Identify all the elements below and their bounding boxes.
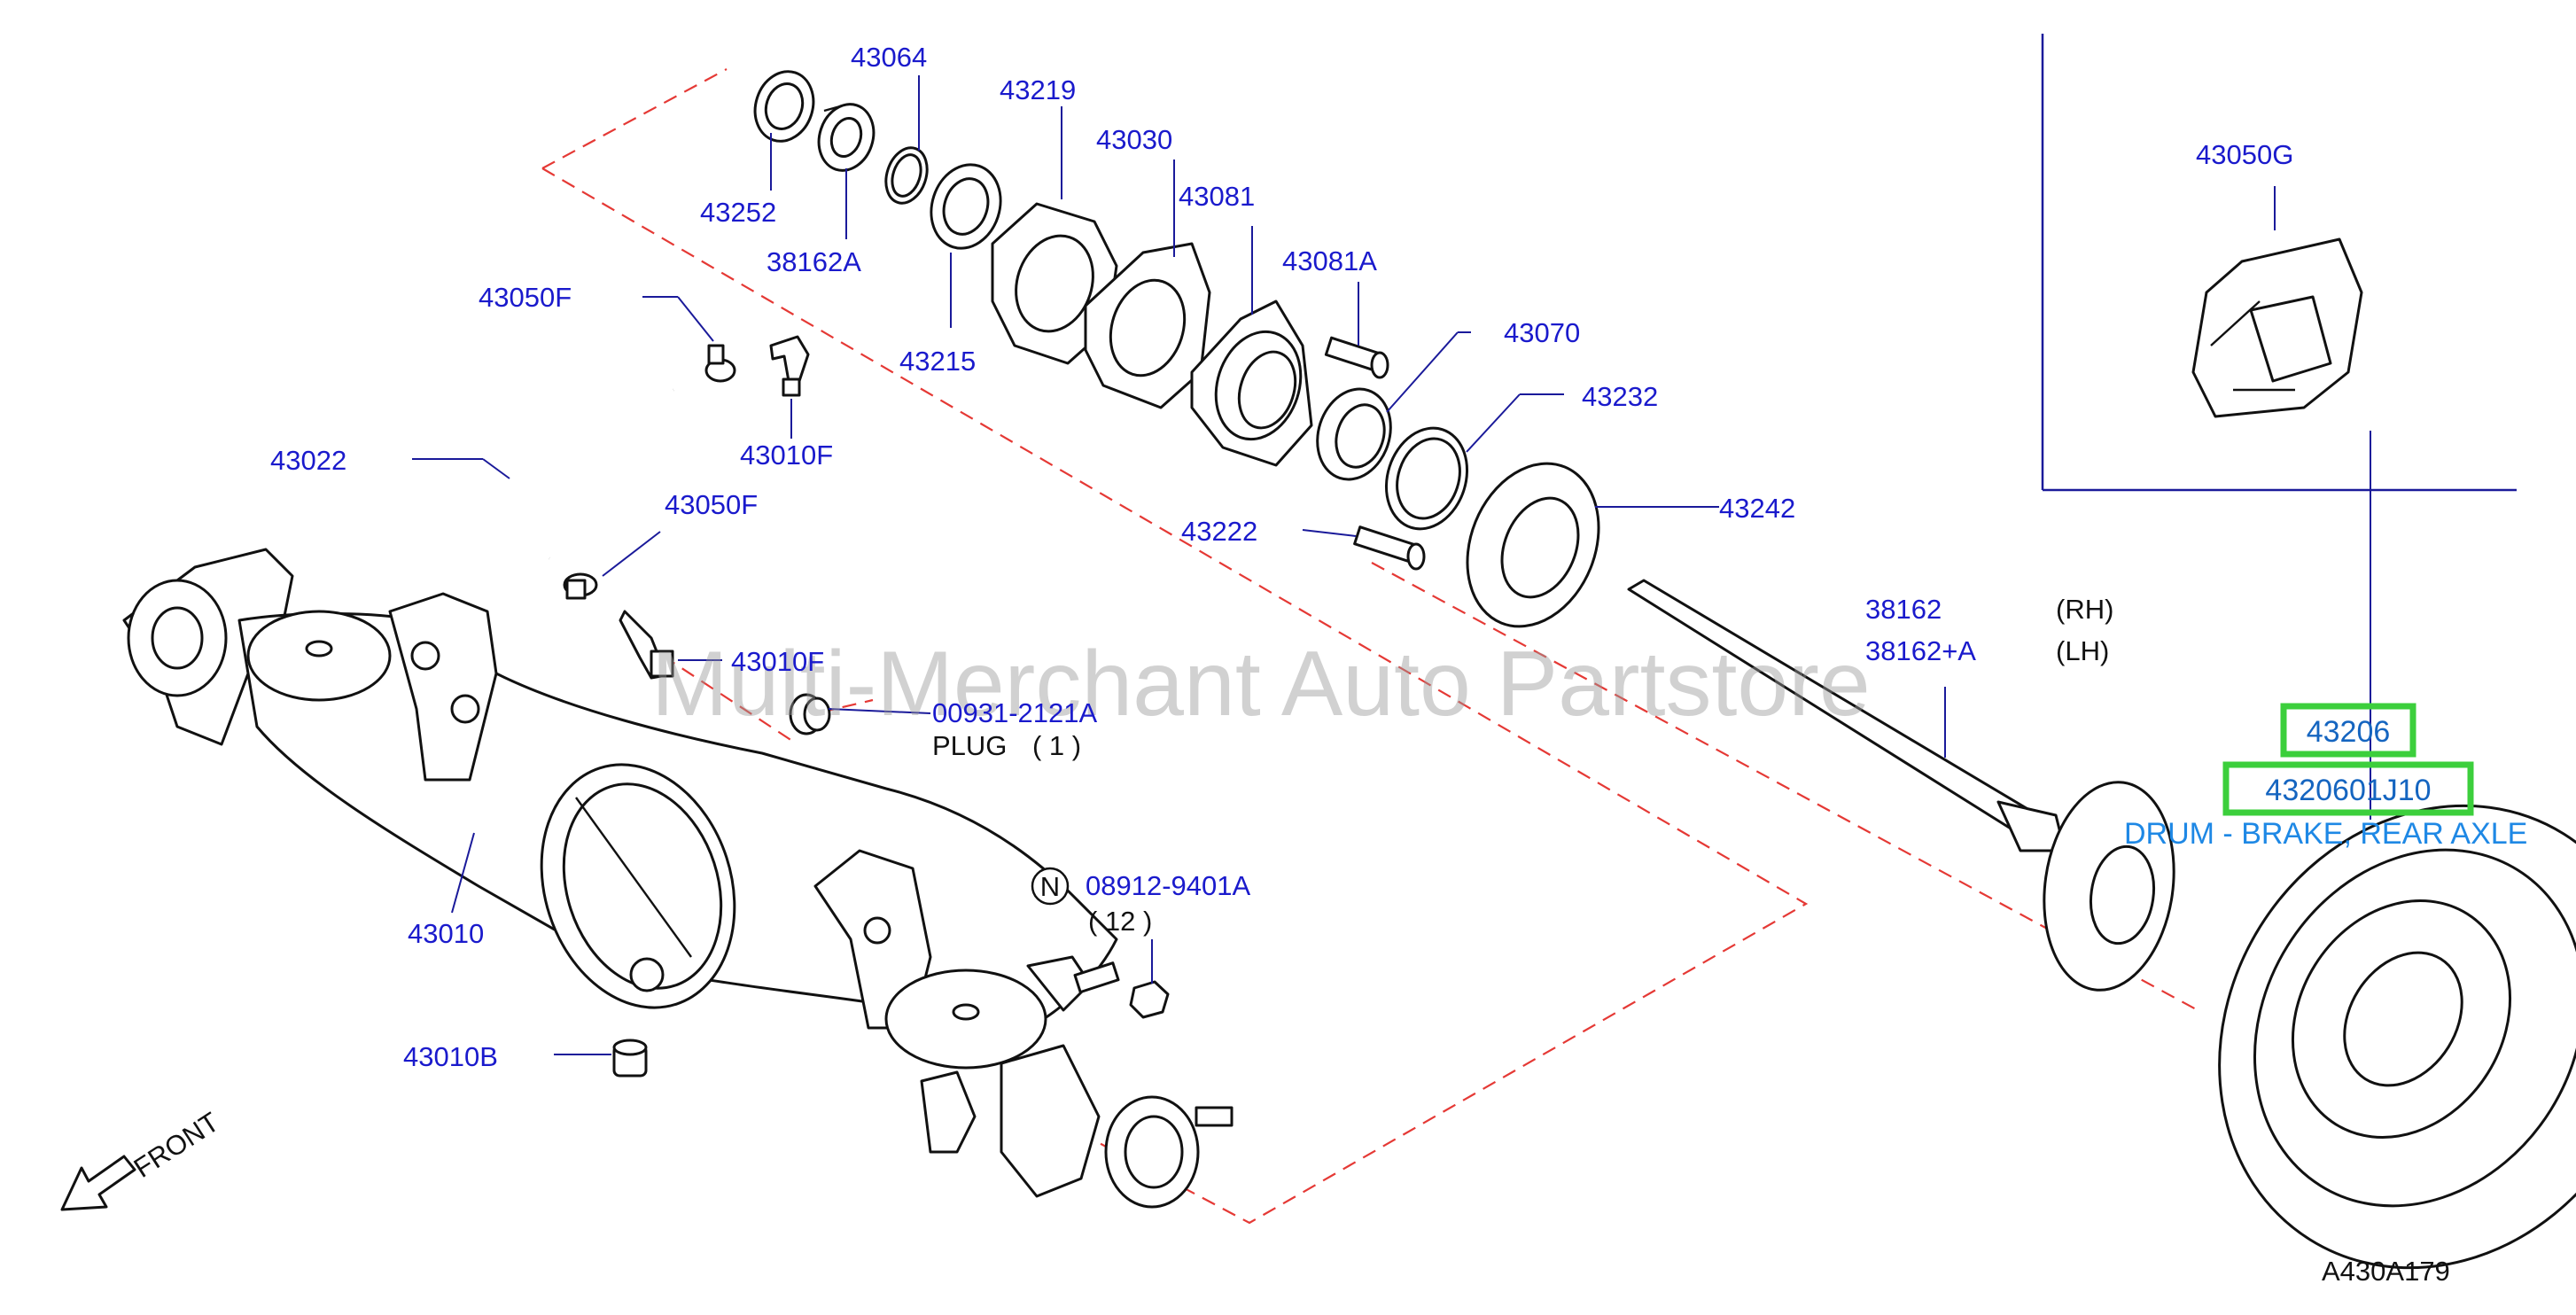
part-label-43064[interactable]: 43064 <box>851 42 927 73</box>
plug-43010B-shape <box>612 1039 648 1078</box>
part-label-43022[interactable]: 43022 <box>270 445 346 476</box>
clamp-43050F-upper-shape <box>704 344 736 383</box>
breather-43010F-lower-shape <box>619 610 674 680</box>
axle-shaft-38162-shape <box>1627 579 2175 992</box>
axle-housing-43010-shape <box>122 548 1234 1209</box>
breather-43010F-upper-shape <box>769 335 810 397</box>
hose-43022-shape <box>502 383 676 564</box>
part-label-38162A[interactable]: 38162A <box>767 246 861 277</box>
bearing-43252-shape <box>753 70 815 143</box>
part-label-43219[interactable]: 43219 <box>1000 74 1076 105</box>
part-label-43215[interactable]: 43215 <box>899 346 976 377</box>
part-label-43050F-lower[interactable]: 43050F <box>665 489 758 520</box>
plug-qty-label: ( 1 ) <box>1032 730 1081 761</box>
stud-43081A-shape <box>1324 336 1389 379</box>
part-label-43070[interactable]: 43070 <box>1504 317 1580 348</box>
part-label-43081[interactable]: 43081 <box>1179 181 1255 212</box>
part-label-43050F-upper[interactable]: 43050F <box>479 282 572 313</box>
part-label-43242[interactable]: 43242 <box>1719 493 1795 524</box>
side-label-lh: (LH) <box>2056 635 2109 666</box>
bearing-43215-shape <box>930 163 1002 250</box>
part-label-43010F-upper[interactable]: 43010F <box>740 440 833 471</box>
front-label: FRONT <box>128 1106 225 1184</box>
nut-08912-shape <box>1129 980 1170 1019</box>
diagram-code: A430A179 <box>2322 1256 2450 1287</box>
part-label-38162[interactable]: 38162 <box>1865 594 1942 625</box>
bearing-cage-43081-shape <box>1190 300 1313 467</box>
seal-43232-shape <box>1384 426 1469 531</box>
nut-symbol-icon: N <box>1031 867 1070 906</box>
highlight-description: DRUM - BRAKE, REAR AXLE <box>2124 817 2527 851</box>
nut-qty-label: ( 12 ) <box>1088 906 1152 937</box>
inset-frame <box>2041 34 2517 492</box>
clamp-43050F-lower-shape <box>563 572 598 600</box>
front-arrow-icon <box>60 1155 136 1211</box>
part-label-43030[interactable]: 43030 <box>1096 124 1172 155</box>
part-label-38162-plus-a[interactable]: 38162+A <box>1865 635 1976 666</box>
bolt-43222-shape <box>1353 525 1426 571</box>
plug-00931-shape <box>789 693 831 735</box>
plate-43242-shape <box>1466 462 1600 628</box>
snap-ring-43064-shape <box>884 146 929 205</box>
highlight-box-group-number <box>2280 703 2416 758</box>
part-label-43252[interactable]: 43252 <box>700 197 776 228</box>
part-label-43050G[interactable]: 43050G <box>2196 139 2293 170</box>
plug-name-label: PLUG <box>932 730 1007 761</box>
highlight-box-part-number <box>2222 761 2474 816</box>
bushing-43050G-shape <box>2191 237 2363 418</box>
nut-symbol-text: N <box>1040 871 1060 902</box>
part-label-08912-9401A[interactable]: 08912-9401A <box>1086 870 1250 901</box>
watermark-text: Multi-Merchant Auto Partstore <box>651 633 1871 735</box>
part-label-43010B[interactable]: 43010B <box>403 1041 498 1072</box>
leader-lines <box>412 75 2371 1055</box>
bearing-38162A-shape <box>817 103 876 172</box>
part-label-43010[interactable]: 43010 <box>408 918 484 949</box>
part-label-43081A[interactable]: 43081A <box>1282 245 1377 276</box>
part-label-43222[interactable]: 43222 <box>1181 516 1257 547</box>
part-label-43232[interactable]: 43232 <box>1582 381 1658 412</box>
bearing-43070-shape <box>1316 387 1392 481</box>
part-label-00931-2121A[interactable]: 00931-2121A <box>932 697 1097 728</box>
highlight-group-number[interactable]: 43206 <box>2307 715 2391 749</box>
brake-drum-43206-shape <box>2218 804 2576 1270</box>
highlight-part-number[interactable]: 4320601J10 <box>2265 774 2431 807</box>
part-label-43010F-lower[interactable]: 43010F <box>731 646 824 677</box>
side-label-rh: (RH) <box>2056 594 2113 625</box>
